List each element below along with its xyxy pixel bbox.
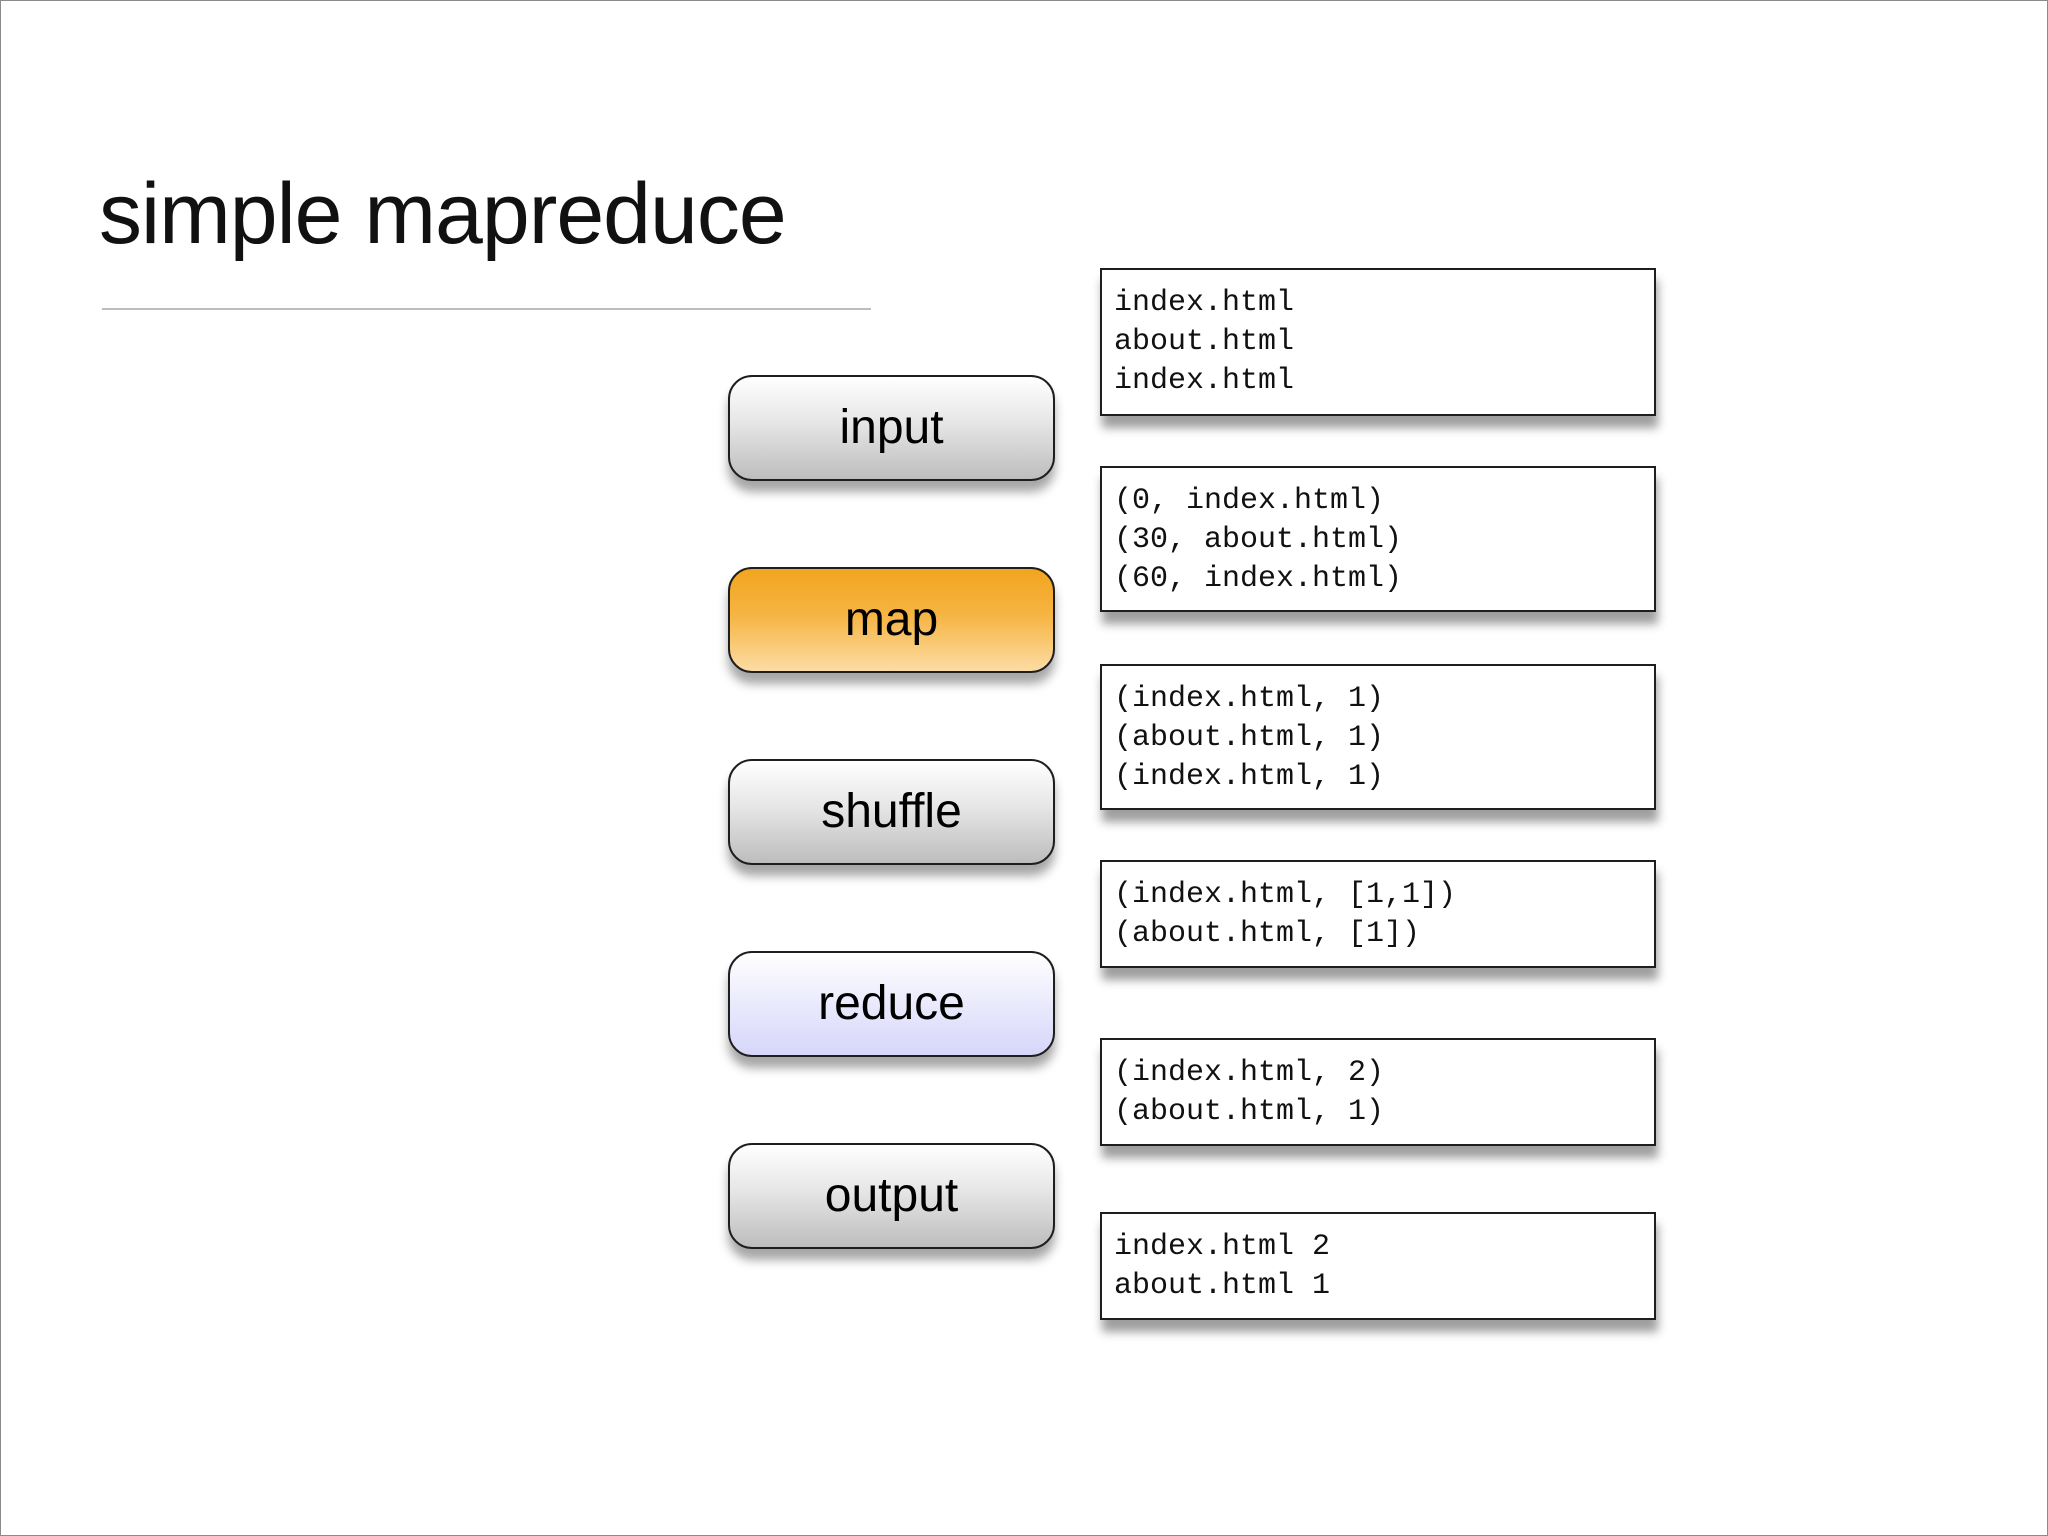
map-output-data-box: (index.html, 1) (about.html, 1) (index.h… xyxy=(1100,664,1656,810)
data-line: (about.html, 1) xyxy=(1114,721,1385,755)
data-line: (index.html, [1,1]) xyxy=(1114,878,1457,912)
data-line: (index.html, 1) xyxy=(1114,760,1385,794)
input-data-box: index.html about.html index.html xyxy=(1100,268,1656,416)
stage-reduce-label: reduce xyxy=(818,977,965,1030)
title-divider xyxy=(102,308,871,310)
stage-input: input xyxy=(728,375,1055,481)
map-input-data-box: (0, index.html) (30, about.html) (60, in… xyxy=(1100,466,1656,612)
stage-output: output xyxy=(728,1143,1055,1249)
stage-input-label: input xyxy=(839,401,944,454)
data-line: (index.html, 1) xyxy=(1114,682,1385,716)
data-line: about.html 1 xyxy=(1114,1269,1331,1303)
data-line: (0, index.html) xyxy=(1114,484,1385,518)
data-line: (about.html, [1]) xyxy=(1114,917,1421,951)
data-line: index.html xyxy=(1114,364,1295,398)
stage-map: map xyxy=(728,567,1055,673)
shuffle-output-data-box: (index.html, [1,1]) (about.html, [1]) xyxy=(1100,860,1656,968)
stage-shuffle: shuffle xyxy=(728,759,1055,865)
stage-shuffle-label: shuffle xyxy=(821,785,962,838)
data-line: (30, about.html) xyxy=(1114,523,1403,557)
slide-title: simple mapreduce xyxy=(99,166,787,262)
data-line: about.html xyxy=(1114,325,1295,359)
data-line: (index.html, 2) xyxy=(1114,1056,1385,1090)
data-line: index.html xyxy=(1114,286,1295,320)
data-line: (about.html, 1) xyxy=(1114,1095,1385,1129)
stage-output-label: output xyxy=(824,1169,959,1222)
reduce-output-data-box: (index.html, 2) (about.html, 1) xyxy=(1100,1038,1656,1146)
data-line: index.html 2 xyxy=(1114,1230,1331,1264)
data-line: (60, index.html) xyxy=(1114,562,1403,596)
final-output-data-box: index.html 2 about.html 1 xyxy=(1100,1212,1656,1320)
stage-reduce: reduce xyxy=(728,951,1055,1057)
stage-map-label: map xyxy=(844,593,939,646)
